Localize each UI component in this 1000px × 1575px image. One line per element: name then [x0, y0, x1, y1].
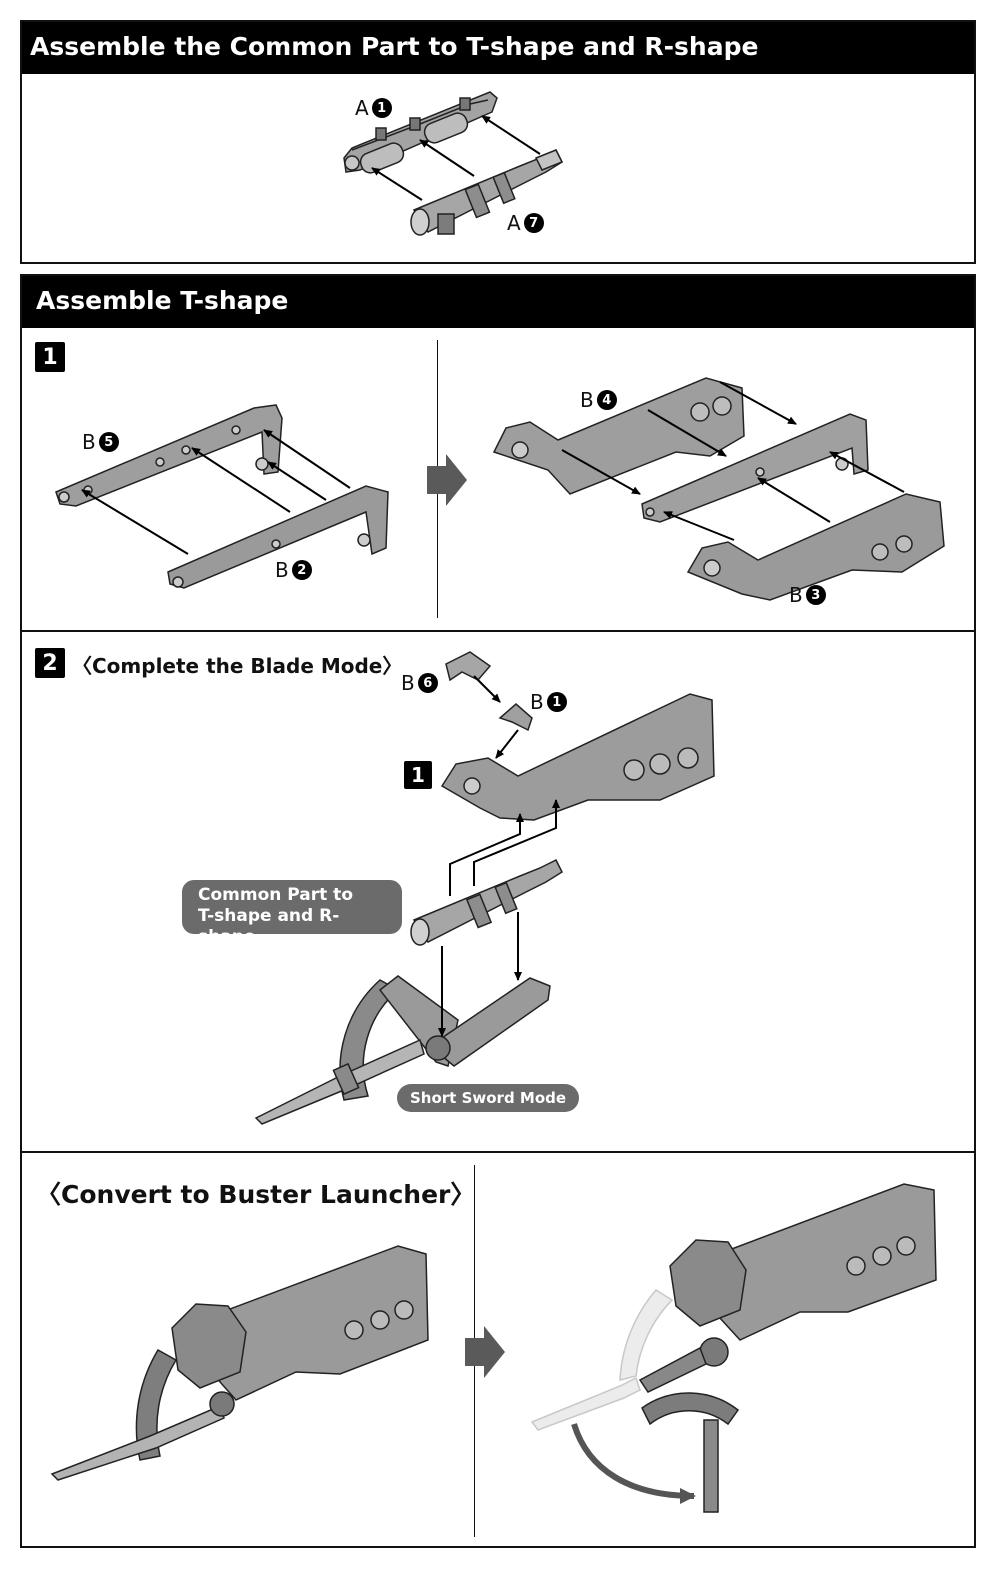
buster-launcher-ghost [530, 1289, 674, 1431]
step-arrow-right-2 [465, 1326, 505, 1378]
callout-short-sword-mode: Short Sword Mode [397, 1084, 580, 1112]
convert-title: 〈Convert to Buster Launcher〉 [36, 1180, 476, 1209]
buster-launcher-left [50, 1245, 429, 1481]
section-header-tshape: Assemble T-shape [22, 276, 974, 328]
part-b2-frame [167, 485, 389, 589]
rotation-arrow [571, 1423, 696, 1504]
part-a1-frame [343, 91, 498, 174]
part-common-assembled [410, 858, 563, 946]
part-a7-barrel [410, 148, 564, 236]
step2-title: 〈Complete the Blade Mode〉 [72, 654, 403, 678]
arrows-common [371, 115, 541, 201]
buster-launcher-right [638, 1183, 937, 1513]
step-arrow-right-1 [427, 454, 467, 506]
part-b6 [445, 651, 492, 682]
callout-common-part: Common Part to T-shape and R-shape [182, 880, 402, 947]
part-short-sword [254, 975, 551, 1125]
divider-step2-convert [20, 1151, 975, 1153]
step-number-2: 2 [35, 648, 65, 678]
step-number-1: 1 [35, 342, 65, 372]
section-header-common: Assemble the Common Part to T-shape and … [22, 22, 974, 74]
divider-step1-step2 [20, 630, 975, 632]
part-blade-body [440, 693, 715, 821]
step-ref-1: 1 [404, 761, 432, 789]
arrows-step2 [438, 675, 560, 1037]
common-part-section: Assemble the Common Part to T-shape and … [20, 20, 976, 264]
part-b5-frame [55, 404, 283, 507]
part-b4-frame [492, 377, 745, 495]
part-b1 [498, 703, 533, 732]
arrows-step1-left [81, 429, 351, 555]
part-b3-frame [686, 493, 945, 601]
arrows-step1-right [561, 381, 905, 541]
